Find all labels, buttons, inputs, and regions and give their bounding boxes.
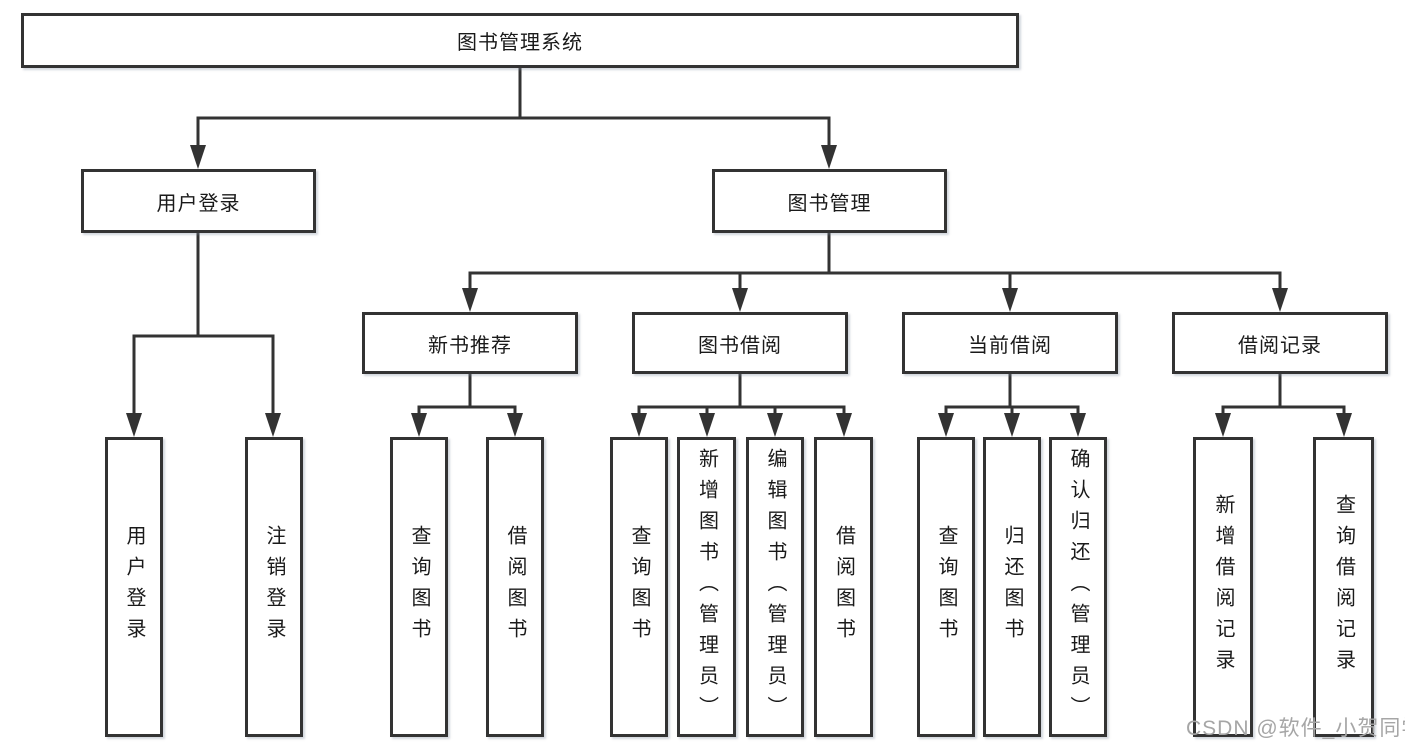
leaf-newbook-query-books-label: 查询图书 xyxy=(408,525,430,649)
node-borrowing-records-label: 借阅记录 xyxy=(1238,334,1322,357)
node-library-management-system-label: 图书管理系统 xyxy=(457,32,583,54)
leaf-current-query-books: 查询图书 xyxy=(917,437,975,737)
node-library-management-system: 图书管理系统 xyxy=(21,13,1019,68)
node-current-borrowing-label: 当前借阅 xyxy=(968,334,1052,357)
leaf-borrow-borrow-books-label: 借阅图书 xyxy=(832,525,855,649)
leaf-current-return-books-label: 归还图书 xyxy=(1001,525,1023,649)
leaf-borrow-edit-book-admin-label: 编辑图书（管理员） xyxy=(764,447,786,727)
leaf-newbook-borrow-books: 借阅图书 xyxy=(486,437,544,737)
node-user-login-label: 用户登录 xyxy=(156,192,241,215)
leaf-current-return-books: 归还图书 xyxy=(983,437,1041,737)
leaf-borrow-add-book-admin-label: 新增图书（管理员） xyxy=(695,447,718,727)
leaf-user-login: 用户登录 xyxy=(105,437,163,737)
leaf-current-confirm-return-admin-label: 确认归还（管理员） xyxy=(1067,447,1089,727)
leaf-logout: 注销登录 xyxy=(245,437,303,737)
node-book-borrowing-label: 图书借阅 xyxy=(698,334,782,357)
node-new-book-recommendation: 新书推荐 xyxy=(362,312,578,374)
leaf-logout-label: 注销登录 xyxy=(263,525,285,649)
watermark: CSDN @软件_小贺同学 xyxy=(1186,717,1405,740)
leaf-record-add-borrow-record-label: 新增借阅记录 xyxy=(1212,494,1234,680)
node-book-management: 图书管理 xyxy=(712,169,947,233)
leaf-user-login-label: 用户登录 xyxy=(123,525,145,649)
leaf-borrow-add-book-admin: 新增图书（管理员） xyxy=(677,437,736,737)
node-user-login: 用户登录 xyxy=(81,169,316,233)
node-book-management-label: 图书管理 xyxy=(787,192,872,215)
leaf-current-query-books-label: 查询图书 xyxy=(935,525,957,649)
leaf-record-add-borrow-record: 新增借阅记录 xyxy=(1193,437,1253,737)
leaf-newbook-query-books: 查询图书 xyxy=(390,437,448,737)
node-new-book-recommendation-label: 新书推荐 xyxy=(428,334,512,357)
leaf-borrow-query-books-label: 查询图书 xyxy=(628,525,650,649)
leaf-record-query-borrow-record: 查询借阅记录 xyxy=(1313,437,1374,737)
node-book-borrowing: 图书借阅 xyxy=(632,312,848,374)
leaf-borrow-borrow-books: 借阅图书 xyxy=(814,437,873,737)
leaf-current-confirm-return-admin: 确认归还（管理员） xyxy=(1049,437,1107,737)
leaf-newbook-borrow-books-label: 借阅图书 xyxy=(504,525,526,649)
leaf-record-query-borrow-record-label: 查询借阅记录 xyxy=(1332,494,1355,680)
node-borrowing-records: 借阅记录 xyxy=(1172,312,1388,374)
leaf-borrow-edit-book-admin: 编辑图书（管理员） xyxy=(746,437,804,737)
node-current-borrowing: 当前借阅 xyxy=(902,312,1118,374)
leaf-borrow-query-books: 查询图书 xyxy=(610,437,668,737)
